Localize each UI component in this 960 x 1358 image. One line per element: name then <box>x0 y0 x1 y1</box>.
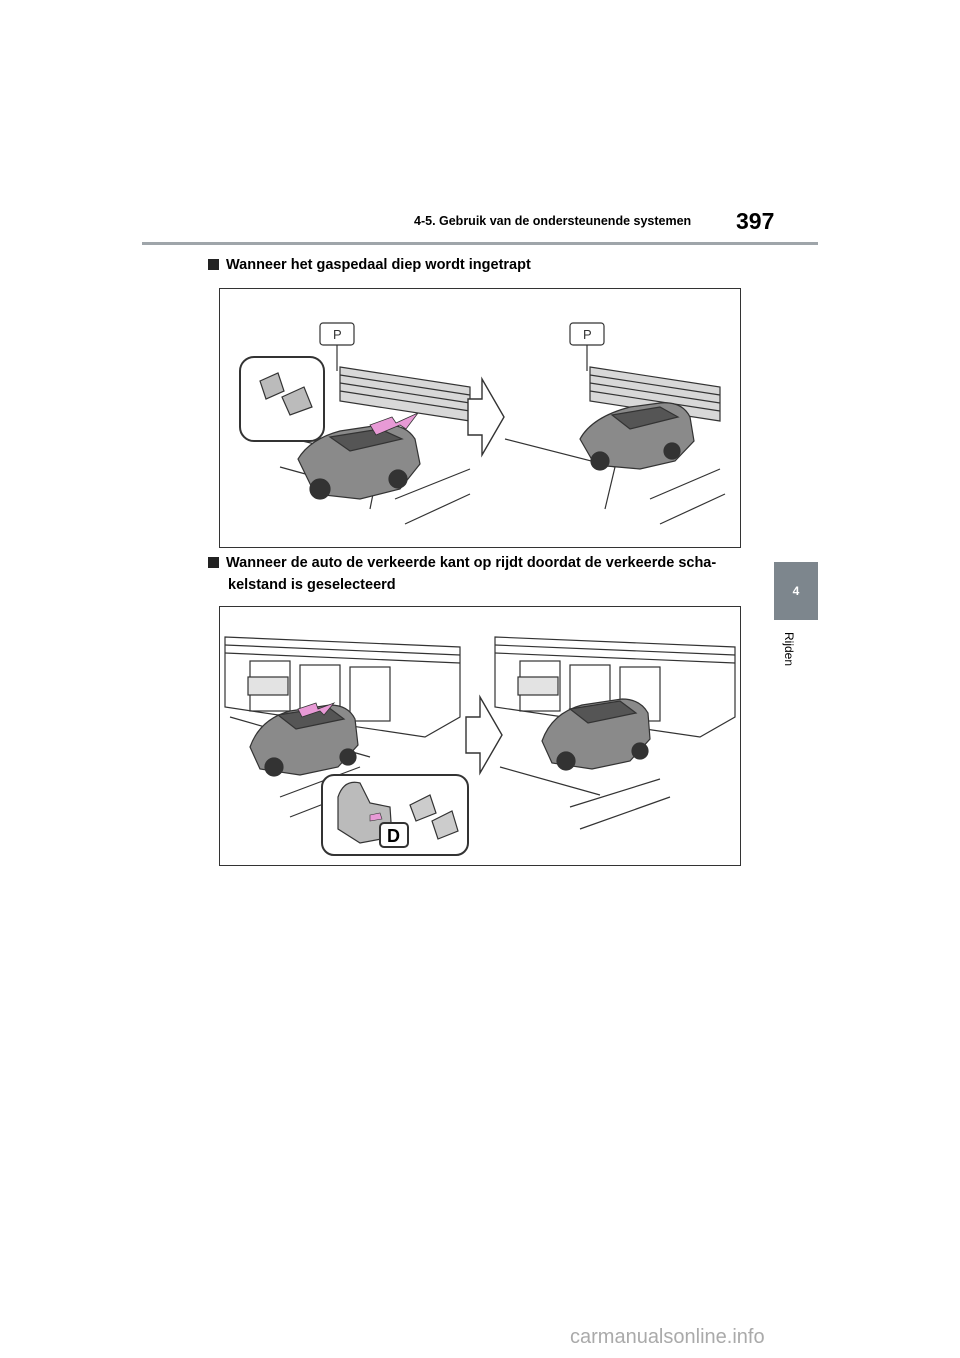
square-bullet-icon <box>208 557 219 568</box>
illustration-parking-accelerator: P P <box>239 322 726 525</box>
section-heading-1-text: Wanneer het gaspedaal diep wordt ingetra… <box>226 257 531 273</box>
svg-text:P: P <box>583 327 592 342</box>
section-title: 4-5. Gebruik van de ondersteunende syste… <box>414 214 692 228</box>
page-number: 397 <box>736 208 775 234</box>
chapter-tab[interactable]: 4 <box>774 562 818 620</box>
figure-wrong-shift-position: D <box>219 606 741 866</box>
section-heading-2-line1: Wanneer de auto de verkeerde kant op rij… <box>226 555 717 571</box>
header-divider <box>142 242 818 245</box>
svg-text:P: P <box>333 327 342 342</box>
chapter-label: Rijden <box>782 632 796 667</box>
section-heading-2: Wanneer de auto de verkeerde kant op rij… <box>208 552 716 596</box>
illustration-wrong-shift: D <box>224 636 736 856</box>
square-bullet-icon <box>208 259 219 270</box>
watermark-text: carmanualsonline.info <box>570 1326 765 1348</box>
section-heading-2-line2: kelstand is geselecteerd <box>228 577 396 593</box>
figure-accelerator-pressed: P P <box>219 288 741 548</box>
section-heading-1: Wanneer het gaspedaal diep wordt ingetra… <box>208 254 531 276</box>
shift-position-d-label: D <box>387 826 400 846</box>
